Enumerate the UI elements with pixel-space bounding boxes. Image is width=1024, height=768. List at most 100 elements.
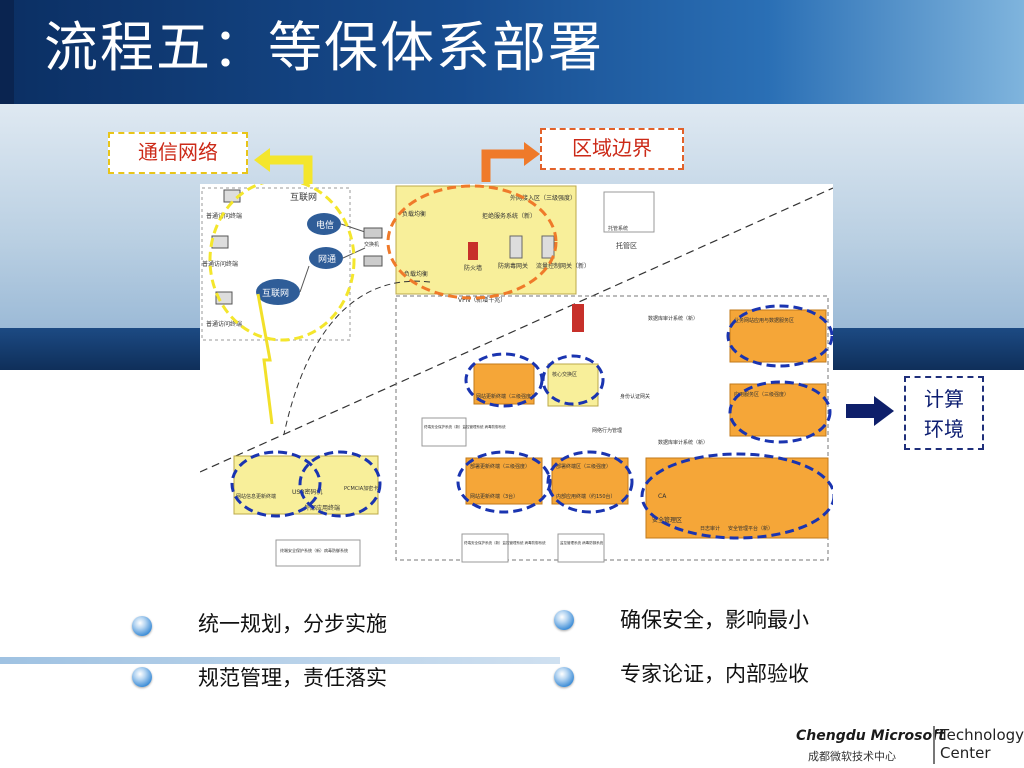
cloud-telecom-icon bbox=[307, 213, 341, 235]
bullet-dot-4 bbox=[554, 667, 574, 687]
callout-compute-line2: 环境 bbox=[924, 417, 964, 441]
arrow-compute-icon bbox=[846, 396, 894, 426]
identity-gw-label: 身份认证网关 bbox=[620, 393, 650, 400]
protect-note-1 bbox=[275, 539, 361, 567]
security-mgmt-zone bbox=[645, 457, 829, 539]
info-update-label: 网站信息更新终端 bbox=[236, 493, 276, 500]
usb-label: USB密码机 bbox=[292, 488, 322, 496]
audit-2-label: 数据库审计系统（新） bbox=[658, 439, 708, 446]
logo-brand: Chengdu Microsoft bbox=[796, 728, 945, 744]
firewall-label: 防火墙 bbox=[464, 264, 482, 272]
protect-note-4 bbox=[557, 533, 605, 563]
bullet-dot-2 bbox=[554, 610, 574, 630]
bullet-3: 规范管理，责任落实 bbox=[198, 666, 387, 690]
highlight-app-zone-2 bbox=[728, 380, 832, 444]
security-boundary-line bbox=[200, 187, 833, 473]
terminal-zone-a-label: 部署更新终端（三级强度） bbox=[470, 463, 530, 470]
callout-network: 通信网络 bbox=[108, 132, 248, 174]
terminal-1-label: 普通访问终端 bbox=[206, 212, 242, 220]
hosting-zone-label: 托管区 bbox=[616, 241, 637, 250]
hosting-system-label: 托管系统 bbox=[608, 225, 628, 232]
highlight-app-zone-1 bbox=[726, 304, 833, 368]
highlight-terminal-a bbox=[456, 450, 552, 514]
logo-right: Technology Center bbox=[940, 726, 1024, 762]
app-zone-2-label: 应用服务区（三级强度） bbox=[734, 391, 789, 398]
arrow-network-icon bbox=[254, 148, 313, 184]
external-zone-label: 外网接入区（三级强度） bbox=[510, 194, 576, 202]
bullet-1: 统一规划，分步实施 bbox=[198, 612, 387, 636]
callout-network-text: 通信网络 bbox=[138, 140, 218, 164]
highlight-terminal-b bbox=[546, 450, 634, 514]
switch-label: 交换机 bbox=[364, 241, 379, 248]
cloud-internet-icon bbox=[256, 279, 300, 305]
logo-divider bbox=[933, 726, 935, 764]
arrow-boundary-icon bbox=[481, 142, 540, 182]
terminal-group: 普通访问终端 普通访问终端 普通访问终端 bbox=[202, 189, 242, 328]
logo-brand-cn: 成都微软技术中心 bbox=[808, 750, 896, 763]
terminal-3-label: 普通访问终端 bbox=[206, 320, 242, 328]
slide-header: 流程五：等保体系部署 bbox=[0, 0, 1024, 104]
switch-icon bbox=[363, 227, 383, 239]
update-terminal-zone bbox=[473, 363, 535, 405]
bullet-4: 专家论证，内部验收 bbox=[620, 662, 809, 686]
highlight-core-zone bbox=[541, 354, 605, 406]
terminal-zone-b bbox=[551, 457, 629, 505]
protect-1-label: 终端安全保护系统（新）病毒防御系统 bbox=[280, 547, 348, 553]
callout-boundary: 区域边界 bbox=[540, 128, 684, 170]
cloud-netcom-label: 网通 bbox=[318, 254, 336, 265]
security-mgmt-label: 安全管理区 bbox=[652, 516, 682, 524]
reject-service-label: 拒绝服务系统（新） bbox=[482, 212, 536, 220]
protect-4-label: 监控管理系统 病毒防御系统 bbox=[560, 540, 604, 545]
network-diagram: 互联网 普通访问终端 普通访问终端 普通访问终端 电信 网通 互联网 交换机 外… bbox=[200, 184, 833, 570]
cloud-internet-label: 互联网 bbox=[262, 288, 289, 299]
cloud-netcom-icon bbox=[309, 247, 343, 269]
bullet-2: 确保安全，影响最小 bbox=[620, 608, 809, 632]
protect-note-2 bbox=[421, 417, 467, 447]
update-terminal-label: 网站更新终端（3台） bbox=[470, 493, 518, 500]
internet-box-label: 互联网 bbox=[290, 192, 317, 203]
behavior-mgmt-label: 网络行为管理 bbox=[592, 427, 622, 434]
antivirus-gw-label: 防病毒网关 bbox=[498, 262, 528, 270]
bullet-dot-1 bbox=[132, 616, 152, 636]
flow-gw-label: 流量控制网关（新） bbox=[536, 262, 590, 270]
lb-2-label: 负载均衡 bbox=[404, 270, 428, 278]
header-accent bbox=[0, 0, 14, 104]
highlight-boundary bbox=[386, 184, 558, 300]
log-audit-label: 日志审计 bbox=[700, 525, 720, 532]
terminal-zone-a bbox=[465, 457, 543, 505]
terminal-zone-b-label: 部署终端区（三级强度） bbox=[556, 463, 611, 470]
company-logo: Chengdu Microsoft 成都微软技术中心 Technology Ce… bbox=[790, 722, 1024, 768]
core-zone-label: 核心交换区 bbox=[552, 371, 577, 378]
highlight-external-a bbox=[230, 450, 322, 518]
pcmcia-label: PCMCIA加密卡 bbox=[344, 485, 378, 492]
background-divider bbox=[0, 657, 560, 664]
highlight-security-mgmt bbox=[640, 452, 833, 540]
callout-boundary-text: 区域边界 bbox=[572, 136, 652, 160]
vpn-label: VPN（新增千兆） bbox=[458, 296, 506, 304]
external-app-label: 外部应用终端 bbox=[304, 504, 340, 512]
firewall-icon bbox=[468, 242, 478, 260]
slide-title: 流程五：等保体系部署 bbox=[44, 16, 604, 79]
hosting-zone bbox=[603, 191, 655, 233]
internet-region bbox=[201, 187, 351, 341]
update-zone-label: 网站更新终端（三级强度） bbox=[476, 393, 536, 400]
internal-office-label: 内部应用终端（约150台） bbox=[556, 493, 616, 500]
link-curve bbox=[283, 280, 431, 435]
flow-gw-icon bbox=[541, 235, 555, 259]
protect-3-label: 终端安全保护系统（新）监控管理系统 病毒防御系统 bbox=[464, 540, 546, 545]
callout-compute-line1: 计算 bbox=[924, 387, 964, 411]
internal-region bbox=[395, 295, 829, 561]
audit-1-label: 数据库审计系统（新） bbox=[648, 315, 698, 322]
antivirus-gw-icon bbox=[509, 235, 523, 259]
switch-icon-2 bbox=[363, 255, 383, 267]
app-zone-1 bbox=[729, 309, 827, 363]
lightning-link bbox=[256, 293, 274, 425]
ca-label: CA bbox=[658, 493, 667, 500]
callout-compute: 计算 环境 bbox=[904, 376, 984, 450]
logo-right-line1: Technology bbox=[940, 726, 1024, 744]
protect-2-label: 终端安全保护系统（新）监控管理系统 病毒防御系统 bbox=[424, 424, 506, 429]
firewall-icon-2 bbox=[572, 304, 584, 332]
cloud-telecom-label: 电信 bbox=[316, 219, 334, 231]
logo-right-line2: Center bbox=[940, 744, 991, 762]
sec-platform-label: 安全管理平台（新） bbox=[728, 525, 773, 532]
